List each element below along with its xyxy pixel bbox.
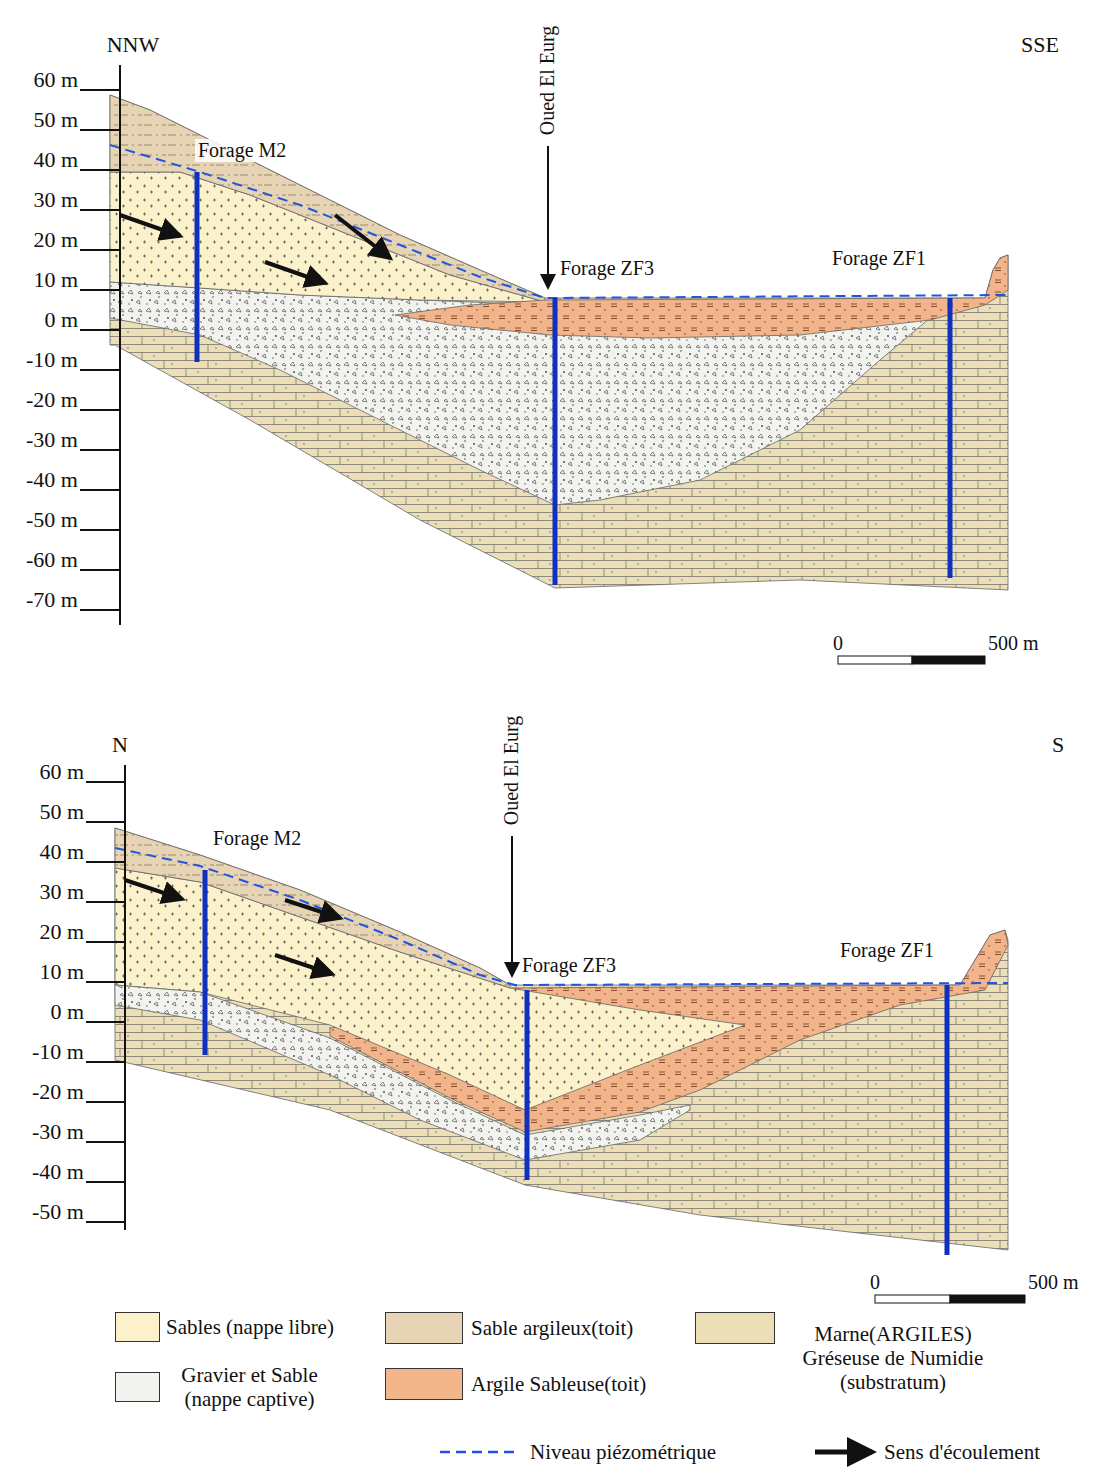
elevation-label: 30 m [33,187,78,212]
direction-label: S [1052,732,1064,757]
legend-text: Sables (nappe libre) [166,1315,334,1339]
legend-swatch [385,1312,463,1344]
borehole-label: Forage ZF1 [840,939,934,962]
scale-label: 0 [870,1271,880,1294]
elevation-label: 20 m [39,919,84,944]
elevation-label: 0 m [50,999,84,1024]
legend-text: Sens d'écoulement [884,1440,1040,1464]
legend-text: Niveau piézométrique [530,1440,716,1464]
elevation-label: -70 m [26,587,78,612]
legend-swatch [385,1368,463,1400]
scale-label: 500 m [988,632,1039,655]
elevation-label: -30 m [26,427,78,452]
borehole-label: Forage ZF3 [522,954,616,977]
direction-label: N [112,732,128,757]
legend-text: Sable argileux(toit) [471,1316,633,1340]
elevation-label: -40 m [32,1159,84,1184]
elevation-label: 30 m [39,879,84,904]
river-label: Oued El Eurg [536,25,559,135]
elevation-label: 50 m [33,107,78,132]
legend-text: Gravier et Sable (nappe captive) [162,1363,337,1411]
borehole-label: Forage ZF1 [832,247,926,270]
elevation-label: 20 m [33,227,78,252]
scale-label: 500 m [1028,1271,1079,1294]
borehole-label: Forage M2 [195,139,289,162]
direction-label: SSE [1021,32,1059,57]
legend-swatch [695,1312,775,1344]
elevation-label: -20 m [26,387,78,412]
legend-text: Marne(ARGILES) Gréseuse de Numidie (subs… [782,1322,1004,1394]
legend-swatch [115,1372,160,1402]
elevation-label: 60 m [33,67,78,92]
elevation-label: 40 m [33,147,78,172]
borehole-label: Forage M2 [210,827,304,850]
elevation-label: -30 m [32,1119,84,1144]
elevation-label: -50 m [26,507,78,532]
elevation-label: 40 m [39,839,84,864]
elevation-label: -10 m [26,347,78,372]
scale-label: 0 [833,632,843,655]
borehole-label: Forage ZF3 [560,257,654,280]
direction-label: NNW [107,32,160,57]
elevation-label: 60 m [39,759,84,784]
river-label: Oued El Eurg [500,715,523,825]
elevation-label: -10 m [32,1039,84,1064]
elevation-label: 0 m [44,307,78,332]
elevation-label: 50 m [39,799,84,824]
legend-swatch [115,1312,160,1342]
elevation-label: -20 m [32,1079,84,1104]
legend-text: Argile Sableuse(toit) [471,1372,646,1396]
elevation-label: -60 m [26,547,78,572]
elevation-label: -40 m [26,467,78,492]
elevation-label: 10 m [39,959,84,984]
elevation-label: 10 m [33,267,78,292]
elevation-label: -50 m [32,1199,84,1224]
